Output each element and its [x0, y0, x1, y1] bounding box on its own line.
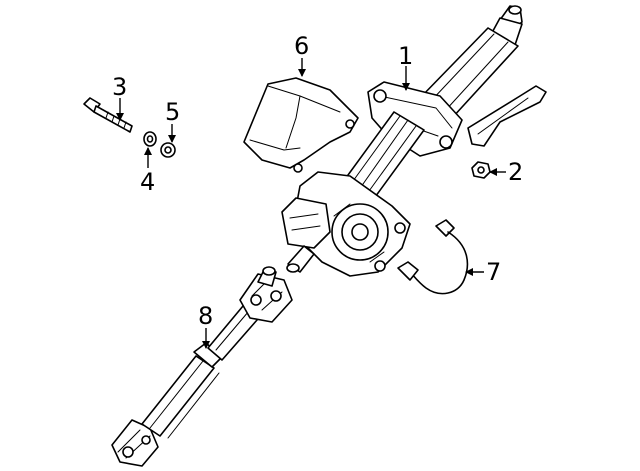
part-1-steering-column [281, 5, 547, 277]
part-5-washer [160, 142, 176, 158]
part-3-bolt [83, 97, 133, 133]
part-4-washer [143, 131, 157, 147]
callout-labels: 1 2 3 4 5 6 7 8 [112, 32, 523, 330]
callout-1: 1 [398, 42, 413, 70]
part-6-cover [243, 77, 359, 173]
callout-arrows [116, 58, 506, 349]
callout-7: 7 [486, 258, 501, 286]
callout-8: 8 [198, 302, 213, 330]
callout-4: 4 [140, 168, 155, 196]
callout-5: 5 [165, 98, 180, 126]
part-7-wire-harness [397, 219, 469, 295]
callout-3: 3 [112, 73, 127, 101]
callout-6: 6 [294, 32, 309, 60]
part-8-intermediate-shaft [111, 266, 293, 467]
callout-2: 2 [508, 158, 523, 186]
part-2-nut [471, 161, 491, 179]
